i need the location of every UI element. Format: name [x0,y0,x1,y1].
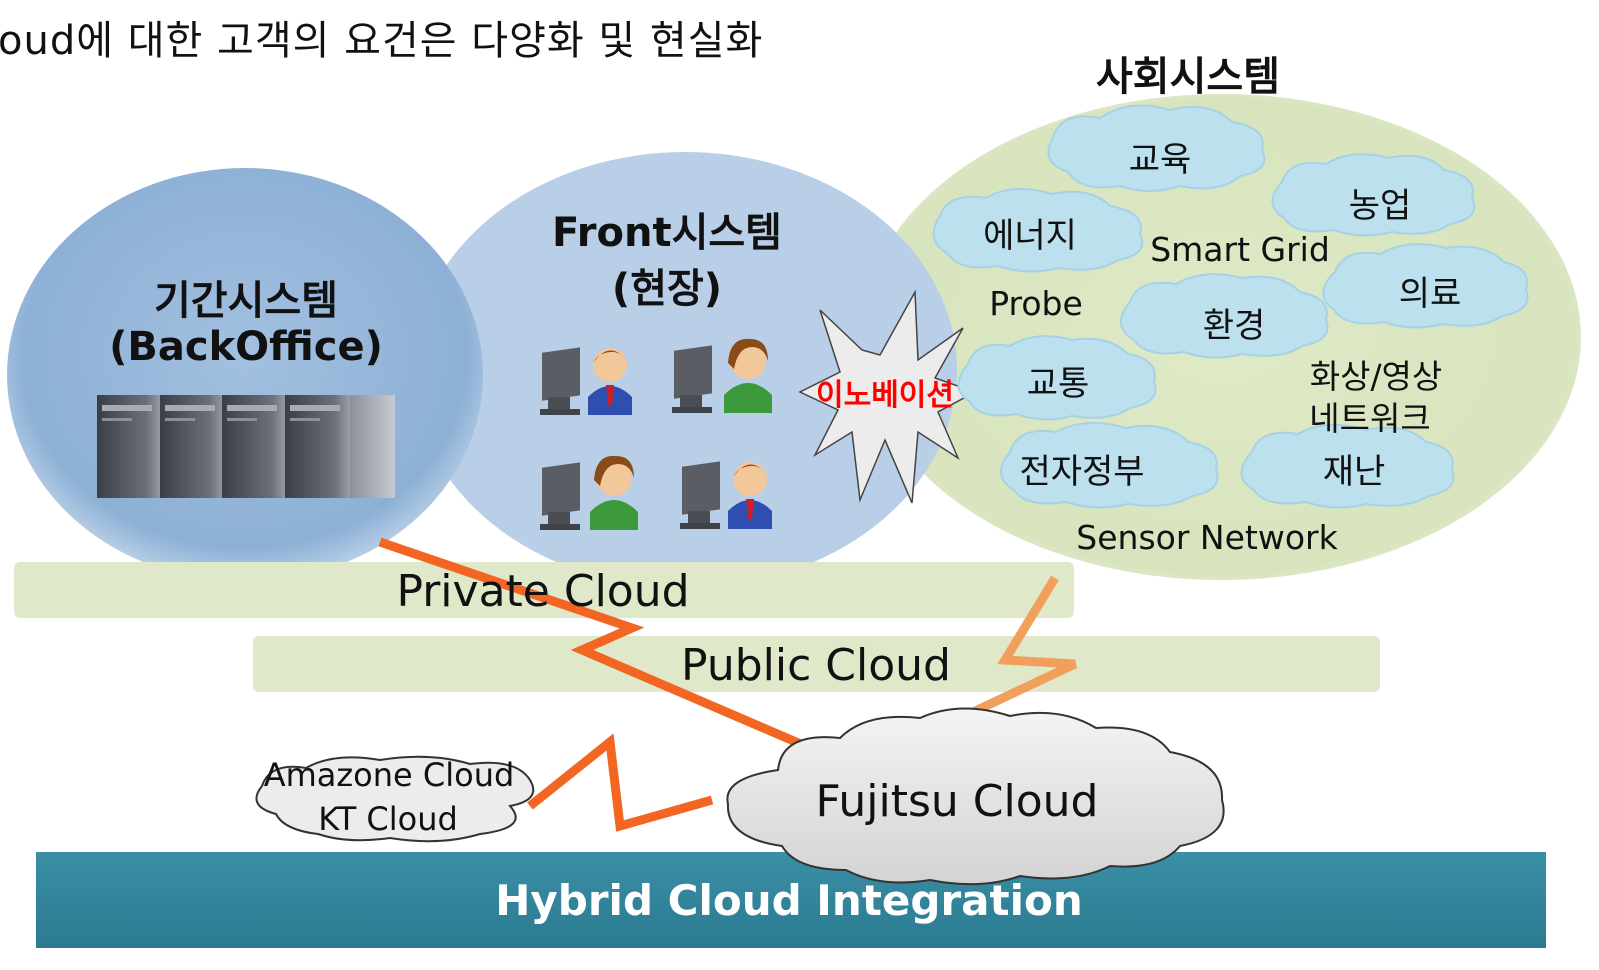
cloud-label-medical: 의료 [1398,274,1462,314]
backoffice-title: 기간시스템 [154,278,338,324]
connector-lines [378,537,1077,832]
external-cloud-line1: Amazone Cloud [263,756,515,794]
innovation-starburst [798,289,977,504]
cloud-traffic [957,335,1157,421]
user-computer-icon-2 [672,338,772,413]
cloud-fujitsu [726,707,1225,886]
public-cloud-label: Public Cloud [681,640,951,691]
cloud-label-agriculture: 농업 [1348,186,1412,226]
cloud-label-traffic: 교통 [1026,364,1090,404]
connector-external [527,733,714,832]
label-probe: Probe [989,284,1083,323]
backoffice-ellipse [7,168,483,582]
cloud-medical [1322,243,1529,329]
social-title: 사회시스템 [1096,54,1280,100]
cloud-education [1047,104,1266,192]
external-cloud-line2: KT Cloud [318,800,458,838]
cloud-label-education: 교육 [1128,140,1192,180]
cloud-energy [932,187,1144,273]
label-video: 화상/영상 [1309,357,1443,396]
cloud-disaster [1240,423,1455,509]
front-title: Front시스템 [552,210,782,256]
hybrid-cloud-bar [36,852,1546,948]
cloud-e-government [1000,421,1219,509]
cloud-agriculture [1271,153,1476,237]
backoffice-subtitle: (BackOffice) [109,324,383,370]
user-computer-icon-3 [540,455,638,530]
private-cloud-bar [14,562,1074,618]
connector-social [933,575,1077,735]
label-sensor-network: Sensor Network [1076,518,1338,557]
cloud-label-e-government: 전자정부 [1019,452,1145,492]
server-rack-icon [97,395,395,498]
label-network: 네트워크 [1309,399,1431,438]
header-title: oud에 대한 고객의 요건은 다양화 및 현실화 [0,18,764,64]
private-cloud-label: Private Cloud [396,566,690,617]
hybrid-cloud-label: Hybrid Cloud Integration [495,876,1083,925]
label-smart-grid: Smart Grid [1150,230,1330,269]
user-computer-icon-1 [540,347,632,415]
fujitsu-cloud-label: Fujitsu Cloud [815,776,1099,827]
public-cloud-bar [253,636,1380,692]
cloud-label-energy: 에너지 [983,216,1077,256]
cloud-external [255,755,535,843]
user-computer-icon-4 [680,461,772,529]
innovation-label: 이노베이션 [816,378,954,413]
cloud-label-disaster: 재난 [1322,452,1386,492]
front-subtitle: (현장) [611,266,723,312]
cloud-label-environment: 환경 [1202,306,1266,346]
cloud-environment [1120,273,1329,359]
connector-backoffice [378,537,812,753]
